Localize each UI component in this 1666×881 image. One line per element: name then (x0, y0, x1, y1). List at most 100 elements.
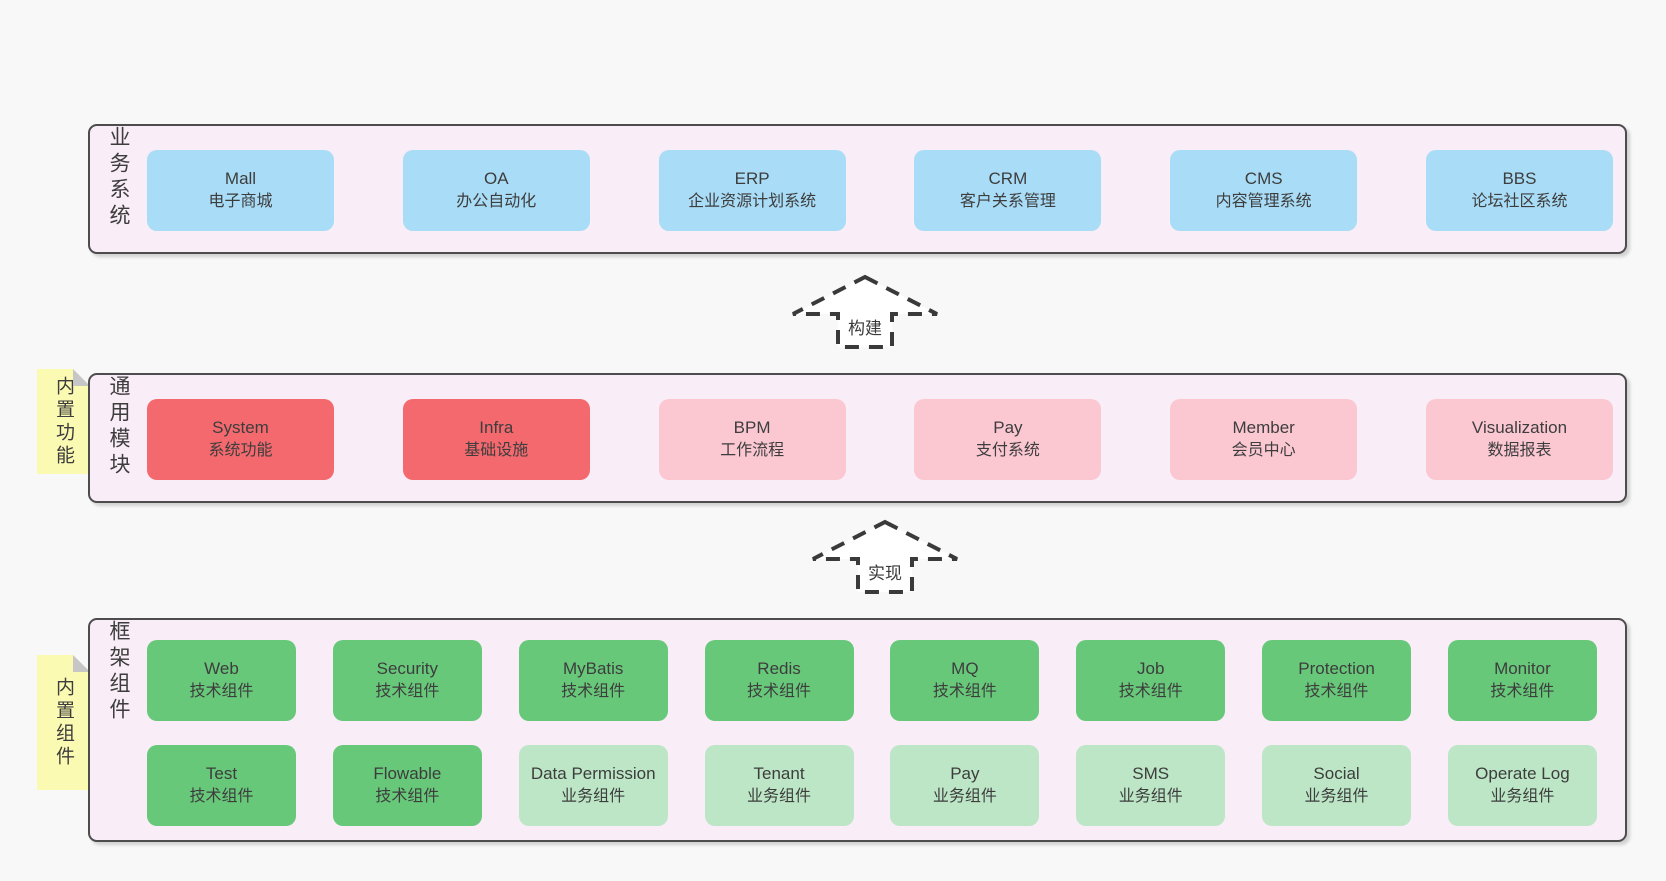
arrow-implement: 实现 (805, 519, 965, 595)
box-security: Security 技术组件 (332, 640, 482, 721)
box-web: Web 技术组件 (147, 640, 296, 721)
box-test: Test 技术组件 (147, 745, 296, 826)
layer-framework-components: 框架组件 Web 技术组件 Security 技术组件 MyBatis 技术组件… (88, 618, 1627, 842)
box-subtitle: 业务组件 (1118, 788, 1183, 806)
box-title: Member (1232, 418, 1295, 438)
business-box-row: Mall 电子商城 OA 办公自动化 ERP 企业资源计划系统 CRM 客户关系… (147, 150, 1613, 231)
box-title: Infra (479, 418, 514, 438)
box-title: Monitor (1494, 659, 1551, 679)
box-redis: Redis 技术组件 (704, 640, 854, 721)
box-subtitle: 业务组件 (561, 788, 626, 806)
box-sms: SMS 业务组件 (1076, 745, 1226, 826)
layer-business-systems: 业务系统 Mall 电子商城 OA 办公自动化 ERP 企业资源计划系统 CRM… (88, 124, 1627, 254)
box-subtitle: 技术组件 (189, 788, 254, 806)
box-subtitle: 业务组件 (1304, 788, 1369, 806)
box-title: OA (484, 169, 509, 189)
box-title: BBS (1502, 169, 1537, 189)
box-data-permission: Data Permission 业务组件 (518, 745, 668, 826)
box-tenant: Tenant 业务组件 (704, 745, 854, 826)
box-title: BPM (733, 418, 771, 438)
box-title: Redis (757, 659, 801, 679)
box-subtitle: 客户关系管理 (959, 193, 1056, 211)
tech-component-row: Web 技术组件 Security 技术组件 MyBatis 技术组件 Redi… (147, 640, 1597, 721)
box-subtitle: 论坛社区系统 (1471, 193, 1568, 211)
box-cms: CMS 内容管理系统 (1170, 150, 1358, 231)
box-title: Visualization (1471, 418, 1568, 438)
box-title: Test (205, 764, 238, 784)
layer-label-common-modules: 通用模块 (107, 375, 130, 479)
box-subtitle: 技术组件 (189, 683, 254, 701)
box-title: Pay (950, 764, 980, 784)
box-subtitle: 技术组件 (375, 788, 440, 806)
box-bpm: BPM 工作流程 (658, 399, 846, 480)
box-subtitle: 技术组件 (375, 683, 440, 701)
box-system: System 系统功能 (147, 399, 334, 480)
side-note-built-in-components: 内置组件 (37, 655, 90, 790)
box-subtitle: 技术组件 (1490, 683, 1555, 701)
arrow-build-label: 构建 (846, 314, 884, 339)
box-title: CMS (1244, 169, 1283, 189)
box-social: Social 业务组件 (1262, 745, 1412, 826)
box-title: Pay (993, 418, 1023, 438)
box-pay-module: Pay 支付系统 (914, 399, 1102, 480)
box-subtitle: 技术组件 (1118, 683, 1183, 701)
arrow-build: 构建 (785, 274, 945, 350)
box-mq: MQ 技术组件 (890, 640, 1040, 721)
box-title: Mall (224, 169, 257, 189)
box-subtitle: 技术组件 (561, 683, 626, 701)
box-subtitle: 业务组件 (932, 788, 997, 806)
box-title: CRM (988, 169, 1028, 189)
box-erp: ERP 企业资源计划系统 (658, 150, 846, 231)
box-subtitle: 业务组件 (747, 788, 812, 806)
box-operate-log: Operate Log 业务组件 (1447, 745, 1597, 826)
box-bbs: BBS 论坛社区系统 (1425, 150, 1613, 231)
box-subtitle: 电子商城 (208, 193, 273, 211)
box-subtitle: 工作流程 (720, 442, 785, 460)
box-crm: CRM 客户关系管理 (914, 150, 1102, 231)
box-title: Data Permission (530, 764, 656, 784)
box-subtitle: 会员中心 (1231, 442, 1296, 460)
box-subtitle: 技术组件 (1304, 683, 1369, 701)
box-title: Protection (1298, 659, 1375, 679)
box-visualization: Visualization 数据报表 (1425, 399, 1613, 480)
box-subtitle: 技术组件 (932, 683, 997, 701)
box-title: Flowable (373, 764, 442, 784)
box-subtitle: 系统功能 (208, 442, 273, 460)
box-subtitle: 内容管理系统 (1215, 193, 1312, 211)
box-oa: OA 办公自动化 (402, 150, 590, 231)
box-title: System (212, 418, 269, 438)
box-subtitle: 企业资源计划系统 (688, 193, 817, 211)
box-title: ERP (734, 169, 770, 189)
arrow-implement-label: 实现 (866, 559, 904, 584)
box-title: Social (1313, 764, 1360, 784)
layer-common-modules: 通用模块 System 系统功能 Infra 基础设施 BPM 工作流程 Pay… (88, 373, 1627, 503)
box-subtitle: 办公自动化 (456, 193, 537, 211)
box-flowable: Flowable 技术组件 (332, 745, 482, 826)
box-title: Tenant (753, 764, 805, 784)
box-title: Job (1137, 659, 1165, 679)
box-member: Member 会员中心 (1170, 399, 1358, 480)
box-pay-component: Pay 业务组件 (890, 745, 1040, 826)
module-box-row: System 系统功能 Infra 基础设施 BPM 工作流程 Pay 支付系统… (147, 399, 1613, 480)
box-title: MyBatis (562, 659, 624, 679)
box-infra: Infra 基础设施 (402, 399, 590, 480)
side-note-built-in-features: 内置功能 (37, 369, 90, 474)
box-mall: Mall 电子商城 (147, 150, 334, 231)
biz-component-row: Test 技术组件 Flowable 技术组件 Data Permission … (147, 745, 1597, 826)
box-subtitle: 数据报表 (1487, 442, 1552, 460)
box-monitor: Monitor 技术组件 (1447, 640, 1597, 721)
box-subtitle: 技术组件 (747, 683, 812, 701)
box-mybatis: MyBatis 技术组件 (518, 640, 668, 721)
layer-label-business-systems: 业务系统 (107, 126, 130, 230)
box-title: SMS (1132, 764, 1170, 784)
box-job: Job 技术组件 (1076, 640, 1226, 721)
up-arrow-icon (792, 274, 938, 349)
box-subtitle: 业务组件 (1490, 788, 1555, 806)
box-title: MQ (951, 659, 979, 679)
up-arrow-icon (812, 519, 958, 594)
box-title: Operate Log (1475, 764, 1570, 784)
box-title: Security (376, 659, 439, 679)
box-protection: Protection 技术组件 (1262, 640, 1412, 721)
box-subtitle: 基础设施 (464, 442, 529, 460)
